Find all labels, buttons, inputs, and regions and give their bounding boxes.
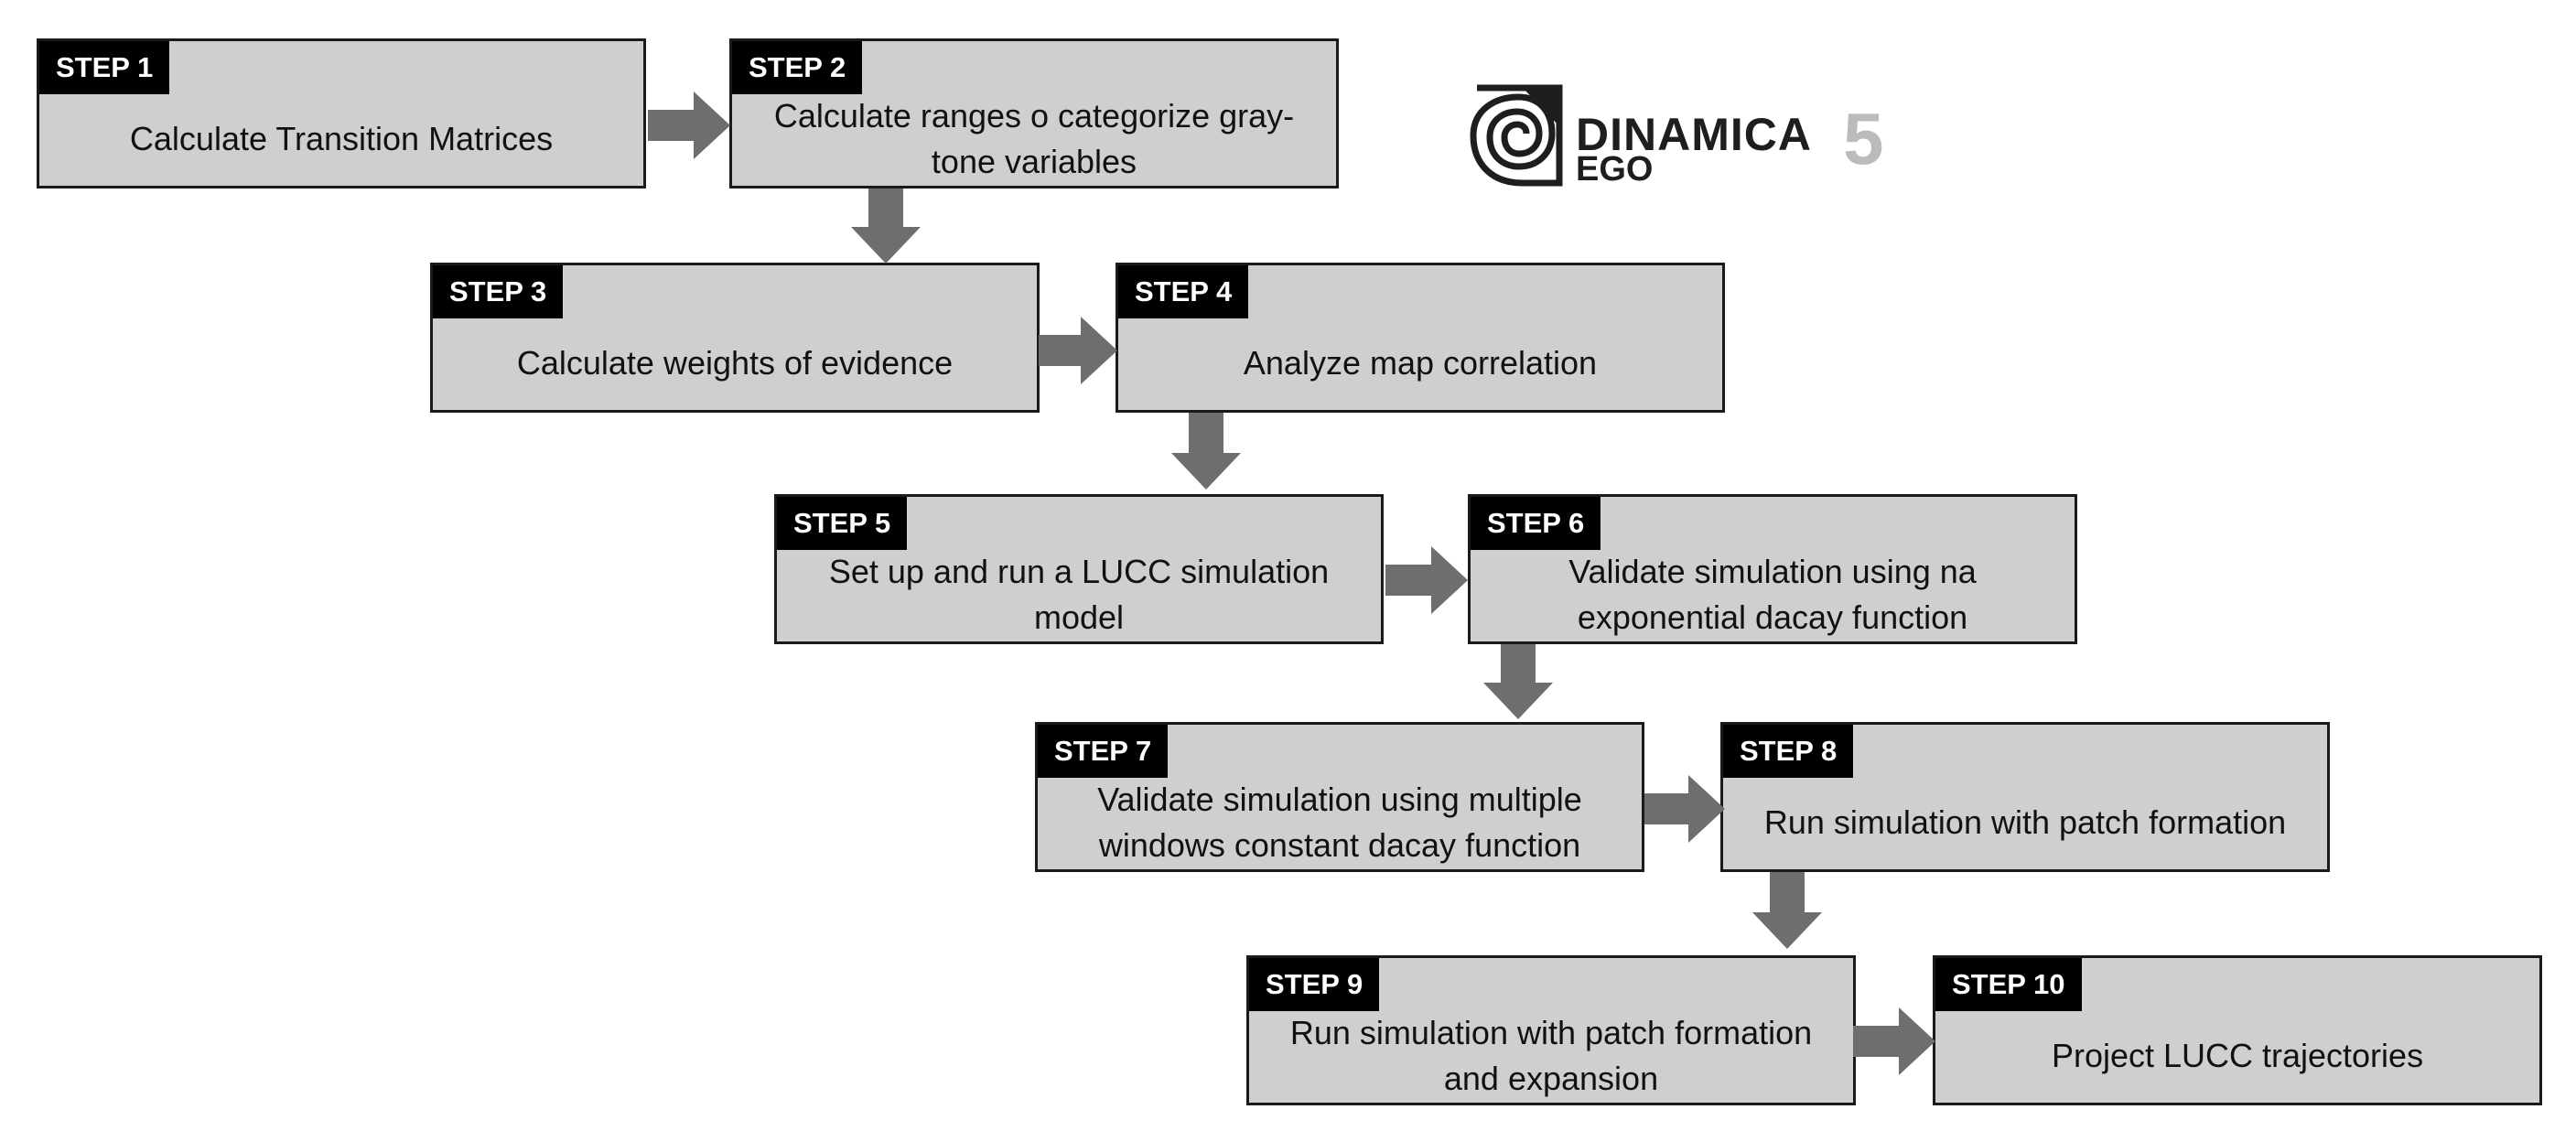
dinamica-swirl-icon bbox=[1470, 84, 1563, 187]
step-1-box: STEP 1 Calculate Transition Matrices bbox=[37, 38, 646, 188]
dinamica-ego-logo: DINAMICA EGO 5 bbox=[1468, 81, 1898, 190]
step-6-text: Validate simulation using na exponential… bbox=[1568, 553, 1977, 636]
step-3-text: Calculate weights of evidence bbox=[516, 344, 954, 382]
step-8-box: STEP 8 Run simulation with patch formati… bbox=[1720, 722, 2330, 872]
step-9-tag: STEP 9 bbox=[1249, 958, 1380, 1011]
arrow-step8-to-step9 bbox=[1752, 872, 1822, 949]
step-2-box: STEP 2 Calculate ranges o categorize gra… bbox=[729, 38, 1339, 188]
step-3-tag: STEP 3 bbox=[433, 265, 564, 318]
arrow-step4-to-step5 bbox=[1171, 413, 1241, 490]
logo-wordmark: DINAMICA bbox=[1576, 109, 1812, 160]
step-6-box: STEP 6 Validate simulation using na expo… bbox=[1468, 494, 2077, 644]
arrow-step9-to-step10 bbox=[1853, 1007, 1935, 1075]
step-9-text: Run simulation with patch formation and … bbox=[1289, 1014, 1813, 1097]
step-5-box: STEP 5 Set up and run a LUCC simulation … bbox=[774, 494, 1384, 644]
step-9-box: STEP 9 Run simulation with patch formati… bbox=[1246, 955, 1856, 1105]
step-8-tag: STEP 8 bbox=[1723, 725, 1854, 778]
step-6-tag: STEP 6 bbox=[1471, 497, 1601, 550]
arrow-step7-to-step8 bbox=[1644, 775, 1725, 843]
step-1-tag: STEP 1 bbox=[39, 41, 170, 94]
step-2-text: Calculate ranges o categorize gray-tone … bbox=[773, 97, 1295, 180]
step-4-tag: STEP 4 bbox=[1118, 265, 1249, 318]
step-1-text: Calculate Transition Matrices bbox=[129, 120, 554, 157]
arrow-step5-to-step6 bbox=[1385, 546, 1468, 614]
arrow-step2-to-step3 bbox=[851, 188, 921, 264]
step-7-text: Validate simulation using multiple windo… bbox=[1097, 781, 1582, 864]
step-4-box: STEP 4 Analyze map correlation bbox=[1116, 263, 1725, 413]
step-3-box: STEP 3 Calculate weights of evidence bbox=[430, 263, 1040, 413]
arrow-step6-to-step7 bbox=[1483, 644, 1553, 719]
step-4-text: Analyze map correlation bbox=[1243, 344, 1598, 382]
step-10-tag: STEP 10 bbox=[1935, 958, 2082, 1011]
step-5-tag: STEP 5 bbox=[777, 497, 908, 550]
step-7-tag: STEP 7 bbox=[1038, 725, 1169, 778]
step-10-box: STEP 10 Project LUCC trajectories bbox=[1933, 955, 2542, 1105]
arrow-step1-to-step2 bbox=[648, 92, 730, 159]
step-10-text: Project LUCC trajectories bbox=[2051, 1037, 2424, 1074]
arrow-step3-to-step4 bbox=[1039, 317, 1117, 384]
logo-subtitle: EGO bbox=[1576, 150, 1654, 188]
logo-version: 5 bbox=[1843, 98, 1884, 179]
step-2-tag: STEP 2 bbox=[732, 41, 863, 94]
step-5-text: Set up and run a LUCC simulation model bbox=[828, 553, 1330, 636]
step-8-text: Run simulation with patch formation bbox=[1763, 803, 2287, 841]
step-7-box: STEP 7 Validate simulation using multipl… bbox=[1035, 722, 1644, 872]
